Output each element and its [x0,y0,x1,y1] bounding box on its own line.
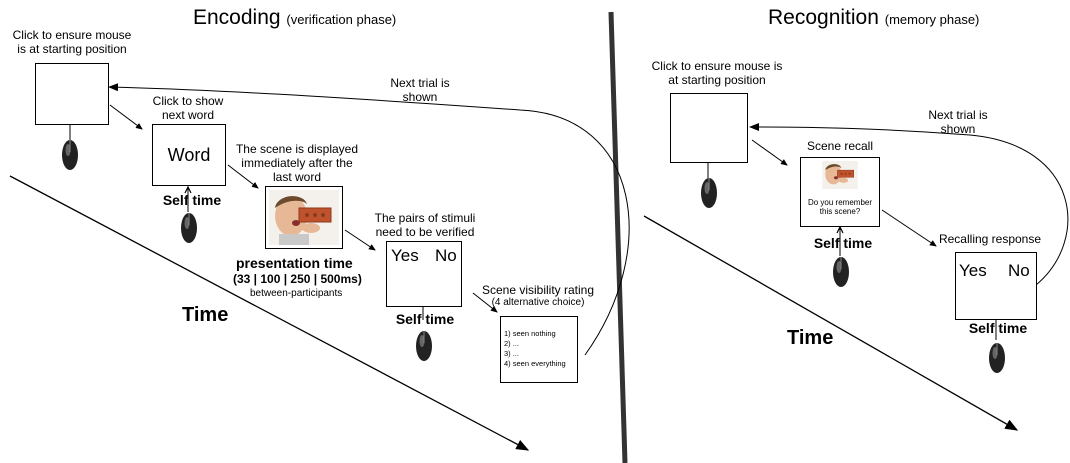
rating-option: 3) ... [504,349,520,358]
self-time-label-2: Self time [395,311,455,327]
phase-divider [608,11,628,463]
recognition-next-trial-label: Next trial is shown [928,108,988,136]
recognition-self-time-label-2: Self time [968,320,1028,336]
pairs-verify-note: The pairs of stimuli need to be verified [374,211,476,239]
child-scene-illustration [269,190,339,245]
recognition-start-note: Click to ensure mouse is at starting pos… [651,59,783,87]
word-text: Word [167,145,211,165]
scene-image [265,186,343,249]
presentation-time-values: (33 | 100 | 250 | 500ms) [233,272,362,286]
recalling-response-label: Recalling response [938,232,1042,246]
encoding-start-note: Click to ensure mouse is at starting pos… [12,28,132,56]
encoding-next-trial-arrow [108,83,630,356]
child-scene-thumbnail [822,161,858,189]
no-option: No [1008,261,1030,280]
encoding-time-axis [9,175,530,451]
self-time-label: Self time [162,192,222,208]
yes-option: Yes [959,261,987,280]
scene-display-note: The scene is displayed immediately after… [235,142,359,184]
rating-option: 4) seen everything [504,359,566,368]
word-screen: Word [152,124,226,186]
between-participants-label: between-participants [250,288,343,299]
encoding-title: Encoding (verification phase) [193,6,397,29]
recognition-next-trial-arrow [749,123,1069,286]
presentation-time-label: presentation time [236,255,353,271]
rating-option: 2) ... [504,339,520,348]
scene-recall-label: Scene recall [806,139,874,153]
remember-question: Do you remember this scene? [807,198,873,216]
yes-option: Yes [391,246,419,265]
recall-response-screen: Yes No [955,252,1037,320]
no-option: No [435,246,457,265]
visibility-rating-screen: 1) seen nothing 2) ... 3) ... 4) seen ev… [500,316,578,383]
recognition-start-screen [670,93,748,163]
encoding-next-trial-label: Next trial is shown [390,76,450,104]
click-next-word-label: Click to show next word [152,94,224,122]
visibility-rating-subtitle: (4 alternative choice) [491,297,585,308]
verification-screen: Yes No [386,241,462,307]
recognition-title: Recognition (memory phase) [768,6,980,29]
rating-option: 1) seen nothing [504,329,556,338]
recognition-self-time-label: Self time [813,235,873,251]
encoding-start-screen [35,63,109,125]
recognition-time-axis [643,215,1019,431]
recognition-time-label: Time [787,327,834,349]
scene-recall-screen: Do you remember this scene? [800,157,880,227]
encoding-time-label: Time [182,304,229,326]
visibility-rating-title: Scene visibility rating [481,283,595,297]
